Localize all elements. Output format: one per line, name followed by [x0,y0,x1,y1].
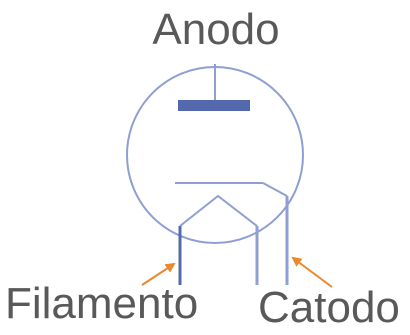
anode-label: Anodo [152,5,279,54]
anode-plate [178,100,250,111]
filament-arrow [141,262,176,286]
filament-label: Filamento [5,279,198,328]
tube-envelope [126,66,304,244]
cathode-arrow [291,256,333,288]
filament-wire [179,194,258,227]
cathode-label: Catodo [258,283,400,332]
cathode-connector [262,182,288,197]
